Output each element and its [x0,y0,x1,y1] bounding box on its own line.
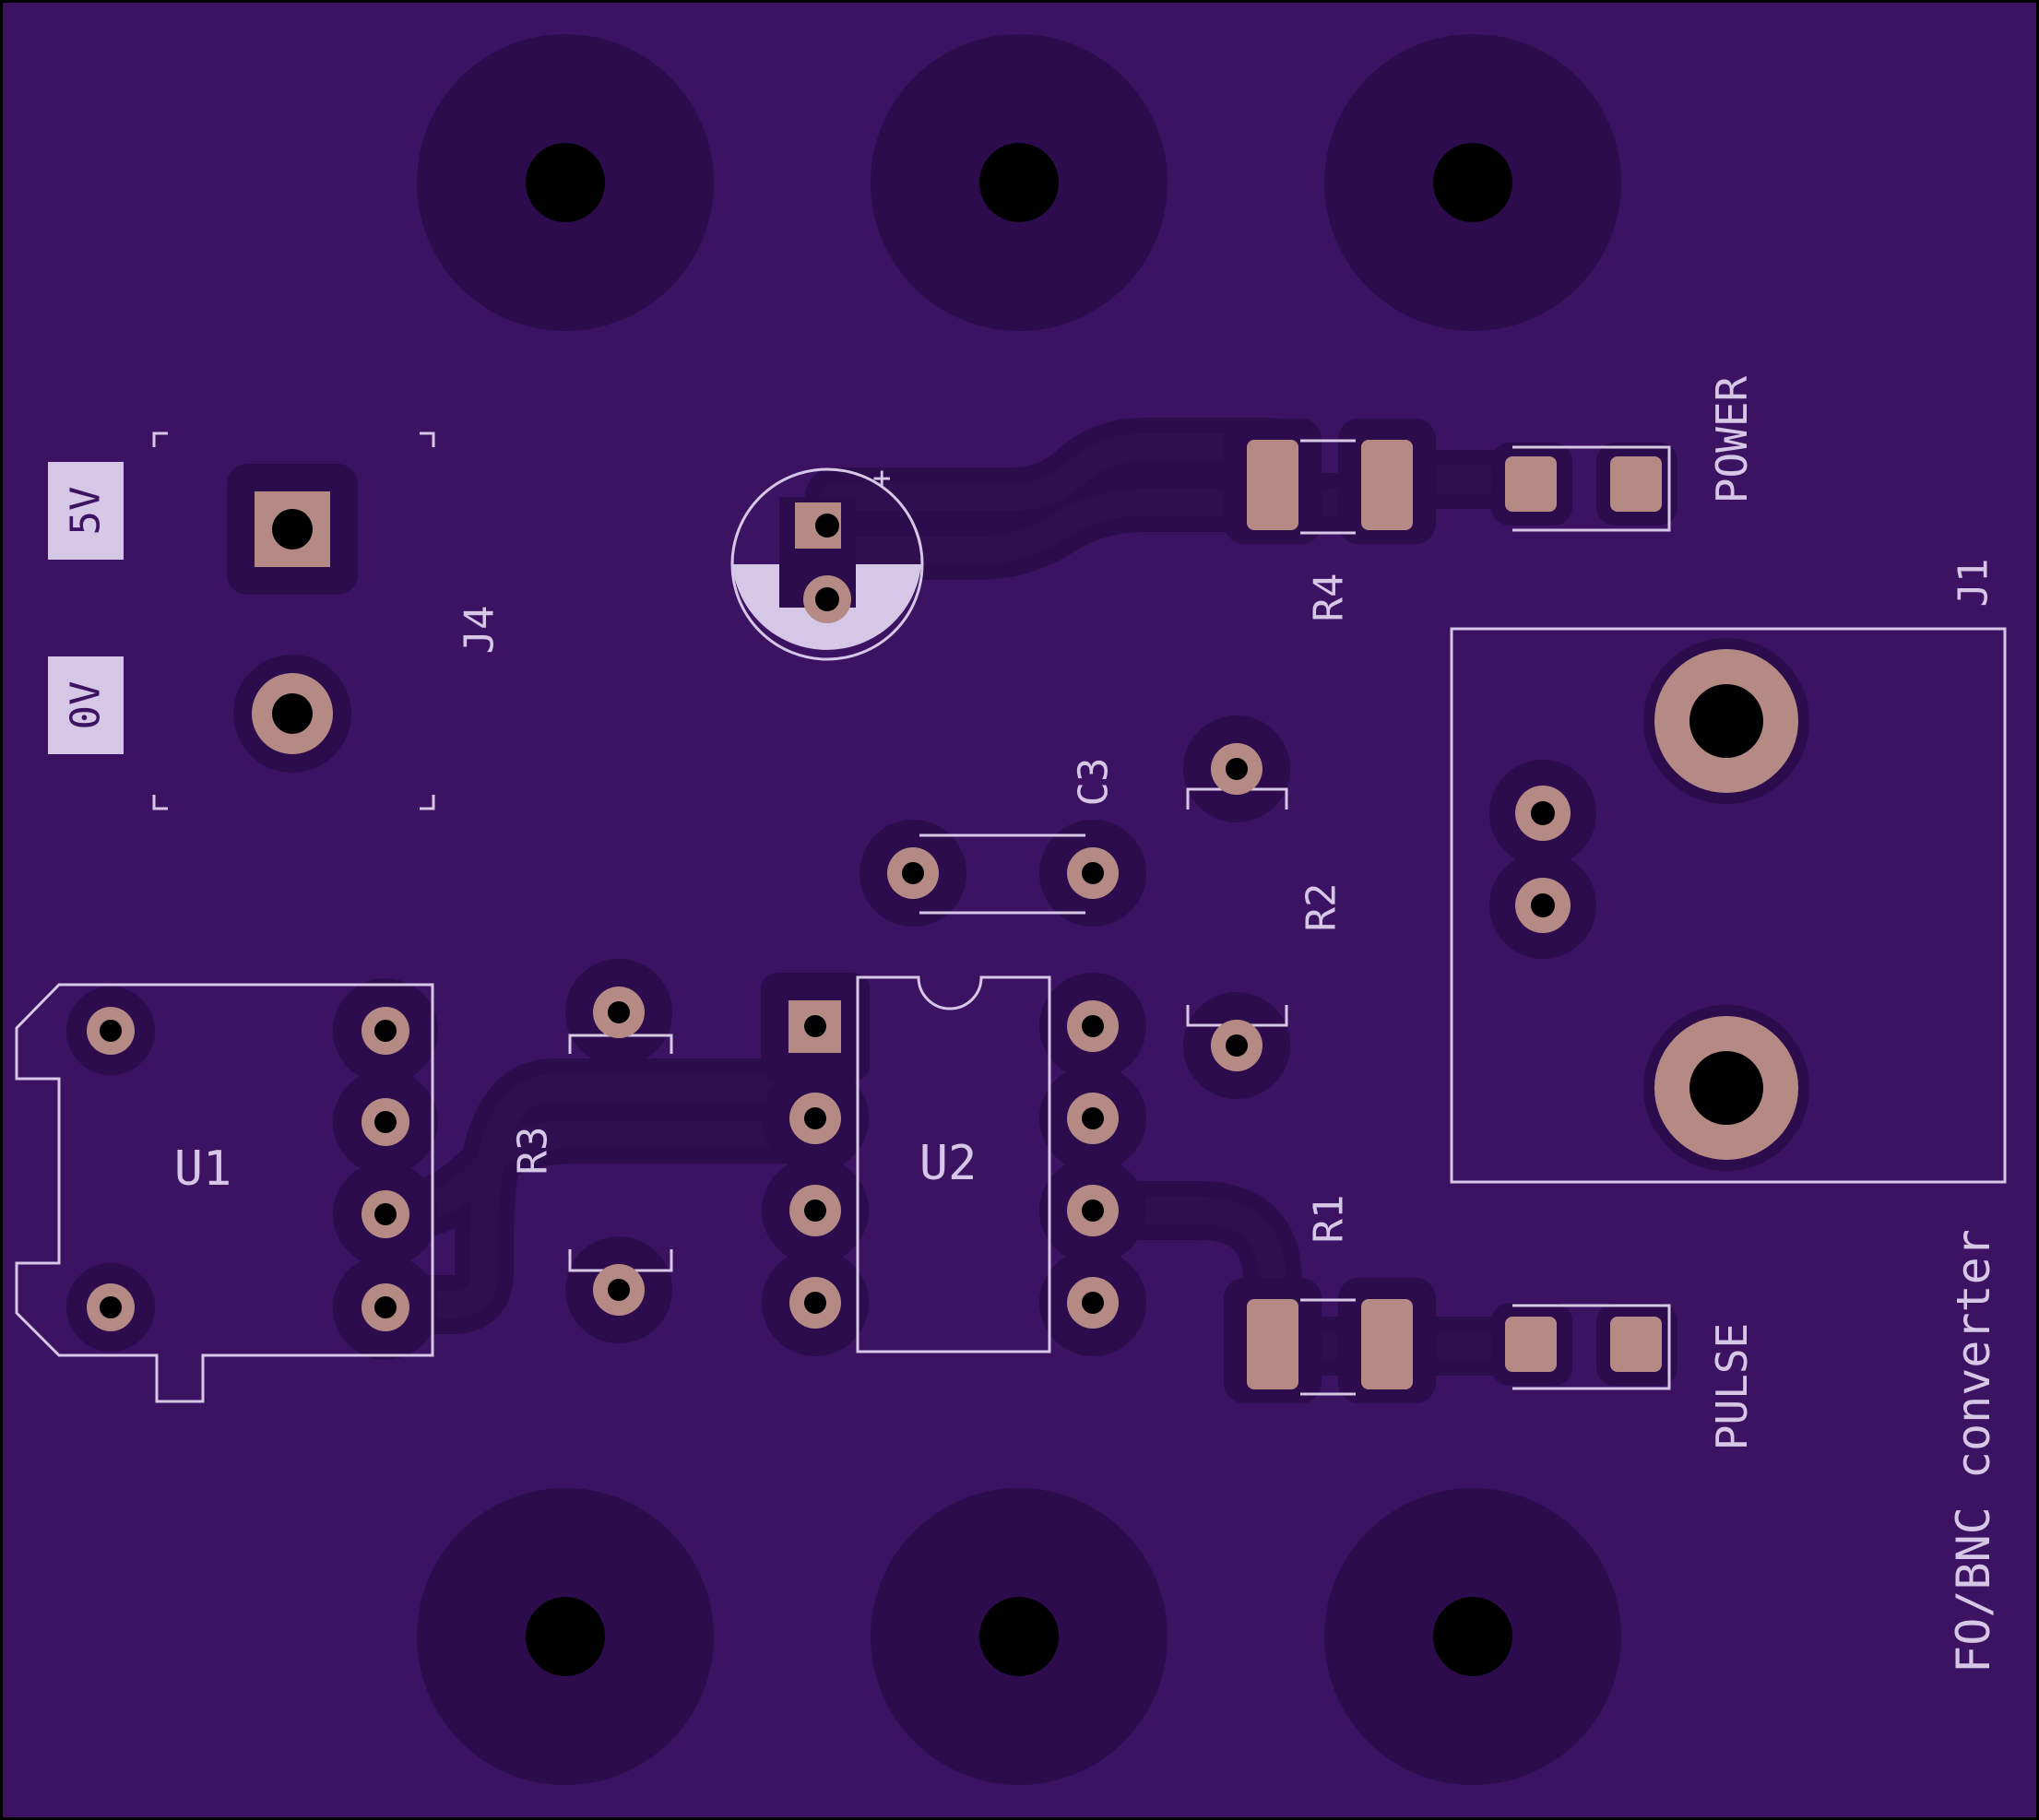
mounting-drill [526,143,605,222]
ref-r2: R2 [1298,883,1346,932]
label-0v: 0V [63,681,110,730]
mounting-drill [526,1597,605,1676]
ref-r3: R3 [510,1127,557,1176]
connector-j1: J1 [1450,559,2007,1184]
led-power: POWER [1505,375,1757,532]
capacitor-c2: + [730,460,924,661]
label-5v: 5V [63,487,110,536]
pulse-led-pad [1505,1317,1557,1372]
resistor-r1: R1 [1247,1195,1413,1396]
ref-c3: C3 [1071,758,1118,807]
label-pulse: PULSE [1707,1323,1757,1450]
resistor-r2: R2 [1186,743,1346,1071]
label-5v-box [48,462,124,560]
r4-pad [1247,440,1298,530]
ref-u1: U1 [174,1141,232,1197]
mounting-drill [1433,1597,1512,1676]
board-title: FO/BNC converter [1947,1229,2000,1673]
ref-r1: R1 [1306,1195,1353,1244]
connector-j4: 5V 0V J4 [48,431,504,810]
power-led-pad [1610,456,1662,512]
r1-pad [1361,1299,1413,1389]
power-led-pad [1505,456,1557,512]
ref-u2: U2 [919,1136,978,1191]
ref-r4: R4 [1306,573,1353,622]
capacitor-c3: C3 [887,758,1119,915]
mounting-drill [979,143,1059,222]
mounting-holes [417,34,1621,1785]
r1-pad [1247,1299,1298,1389]
led-pulse: PULSE [1505,1304,1757,1450]
resistor-r3: R3 [510,987,673,1316]
component-u2: U2 [788,975,1119,1353]
mounting-drill [979,1597,1059,1676]
ref-j1: J1 [1950,559,1998,608]
r4-pad [1361,440,1413,530]
label-power: POWER [1707,375,1757,503]
mounting-drill [1433,143,1512,222]
ref-j4: J4 [456,606,504,655]
c2-plus-sign: + [872,460,891,497]
label-0v-box [48,656,124,754]
pulse-led-pad [1610,1317,1662,1372]
component-u1: U1 [15,983,434,1403]
resistor-r4: R4 [1247,439,1413,622]
